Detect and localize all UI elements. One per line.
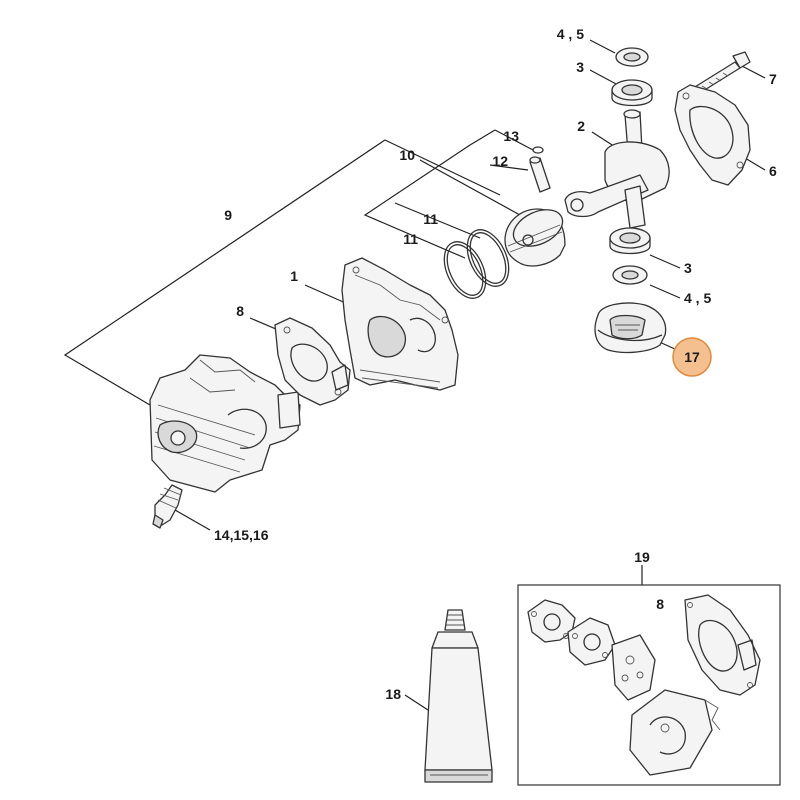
part-17-component <box>594 302 667 354</box>
callout-3-upper: 3 <box>576 59 584 75</box>
cylinder-part <box>149 354 301 493</box>
callout-11-upper: 11 <box>423 211 438 227</box>
callout-3-lower: 3 <box>684 260 692 276</box>
spark-plug-part <box>152 484 183 529</box>
callout-13: 13 <box>503 128 519 144</box>
callout-9: 9 <box>224 207 232 223</box>
grease-tube-part <box>424 609 493 783</box>
callout-10: 10 <box>399 147 415 163</box>
crankshaft-part <box>564 109 670 229</box>
callout-17-highlight[interactable] <box>672 337 712 377</box>
piston-clip-part <box>532 146 544 154</box>
lower-bearing-part <box>609 227 651 255</box>
callout-4-5-lower: 4 , 5 <box>684 290 711 306</box>
callout-1: 1 <box>290 268 298 284</box>
upper-seal-part <box>615 47 649 67</box>
callout-labels: 1 2 3 3 4 , 5 4 , 5 6 7 8 8 9 10 11 11 1… <box>214 26 777 702</box>
callout-12: 12 <box>492 153 508 169</box>
piston-part <box>504 208 566 267</box>
callout-7: 7 <box>769 71 777 87</box>
piston-pin-part <box>529 156 551 193</box>
callout-17[interactable]: 17 <box>684 349 700 365</box>
callout-14-15-16: 14,15,16 <box>214 527 269 543</box>
gasket-kit-box <box>517 584 781 786</box>
callout-4-5-upper: 4 , 5 <box>557 26 584 42</box>
callout-11-lower: 11 <box>403 231 418 247</box>
cylinder-gasket-part <box>274 317 351 406</box>
callout-18: 18 <box>385 686 401 702</box>
piston-rings-part <box>443 229 510 299</box>
lower-seal-part <box>612 265 648 285</box>
callout-8-lower: 8 <box>656 596 664 612</box>
callout-8-upper: 8 <box>236 303 244 319</box>
callout-6: 6 <box>769 163 777 179</box>
callout-2: 2 <box>577 118 585 134</box>
crankcase-half-part <box>674 84 751 186</box>
callout-19: 19 <box>634 549 650 565</box>
crankcase-part <box>341 257 459 391</box>
upper-bearing-part <box>611 79 653 107</box>
